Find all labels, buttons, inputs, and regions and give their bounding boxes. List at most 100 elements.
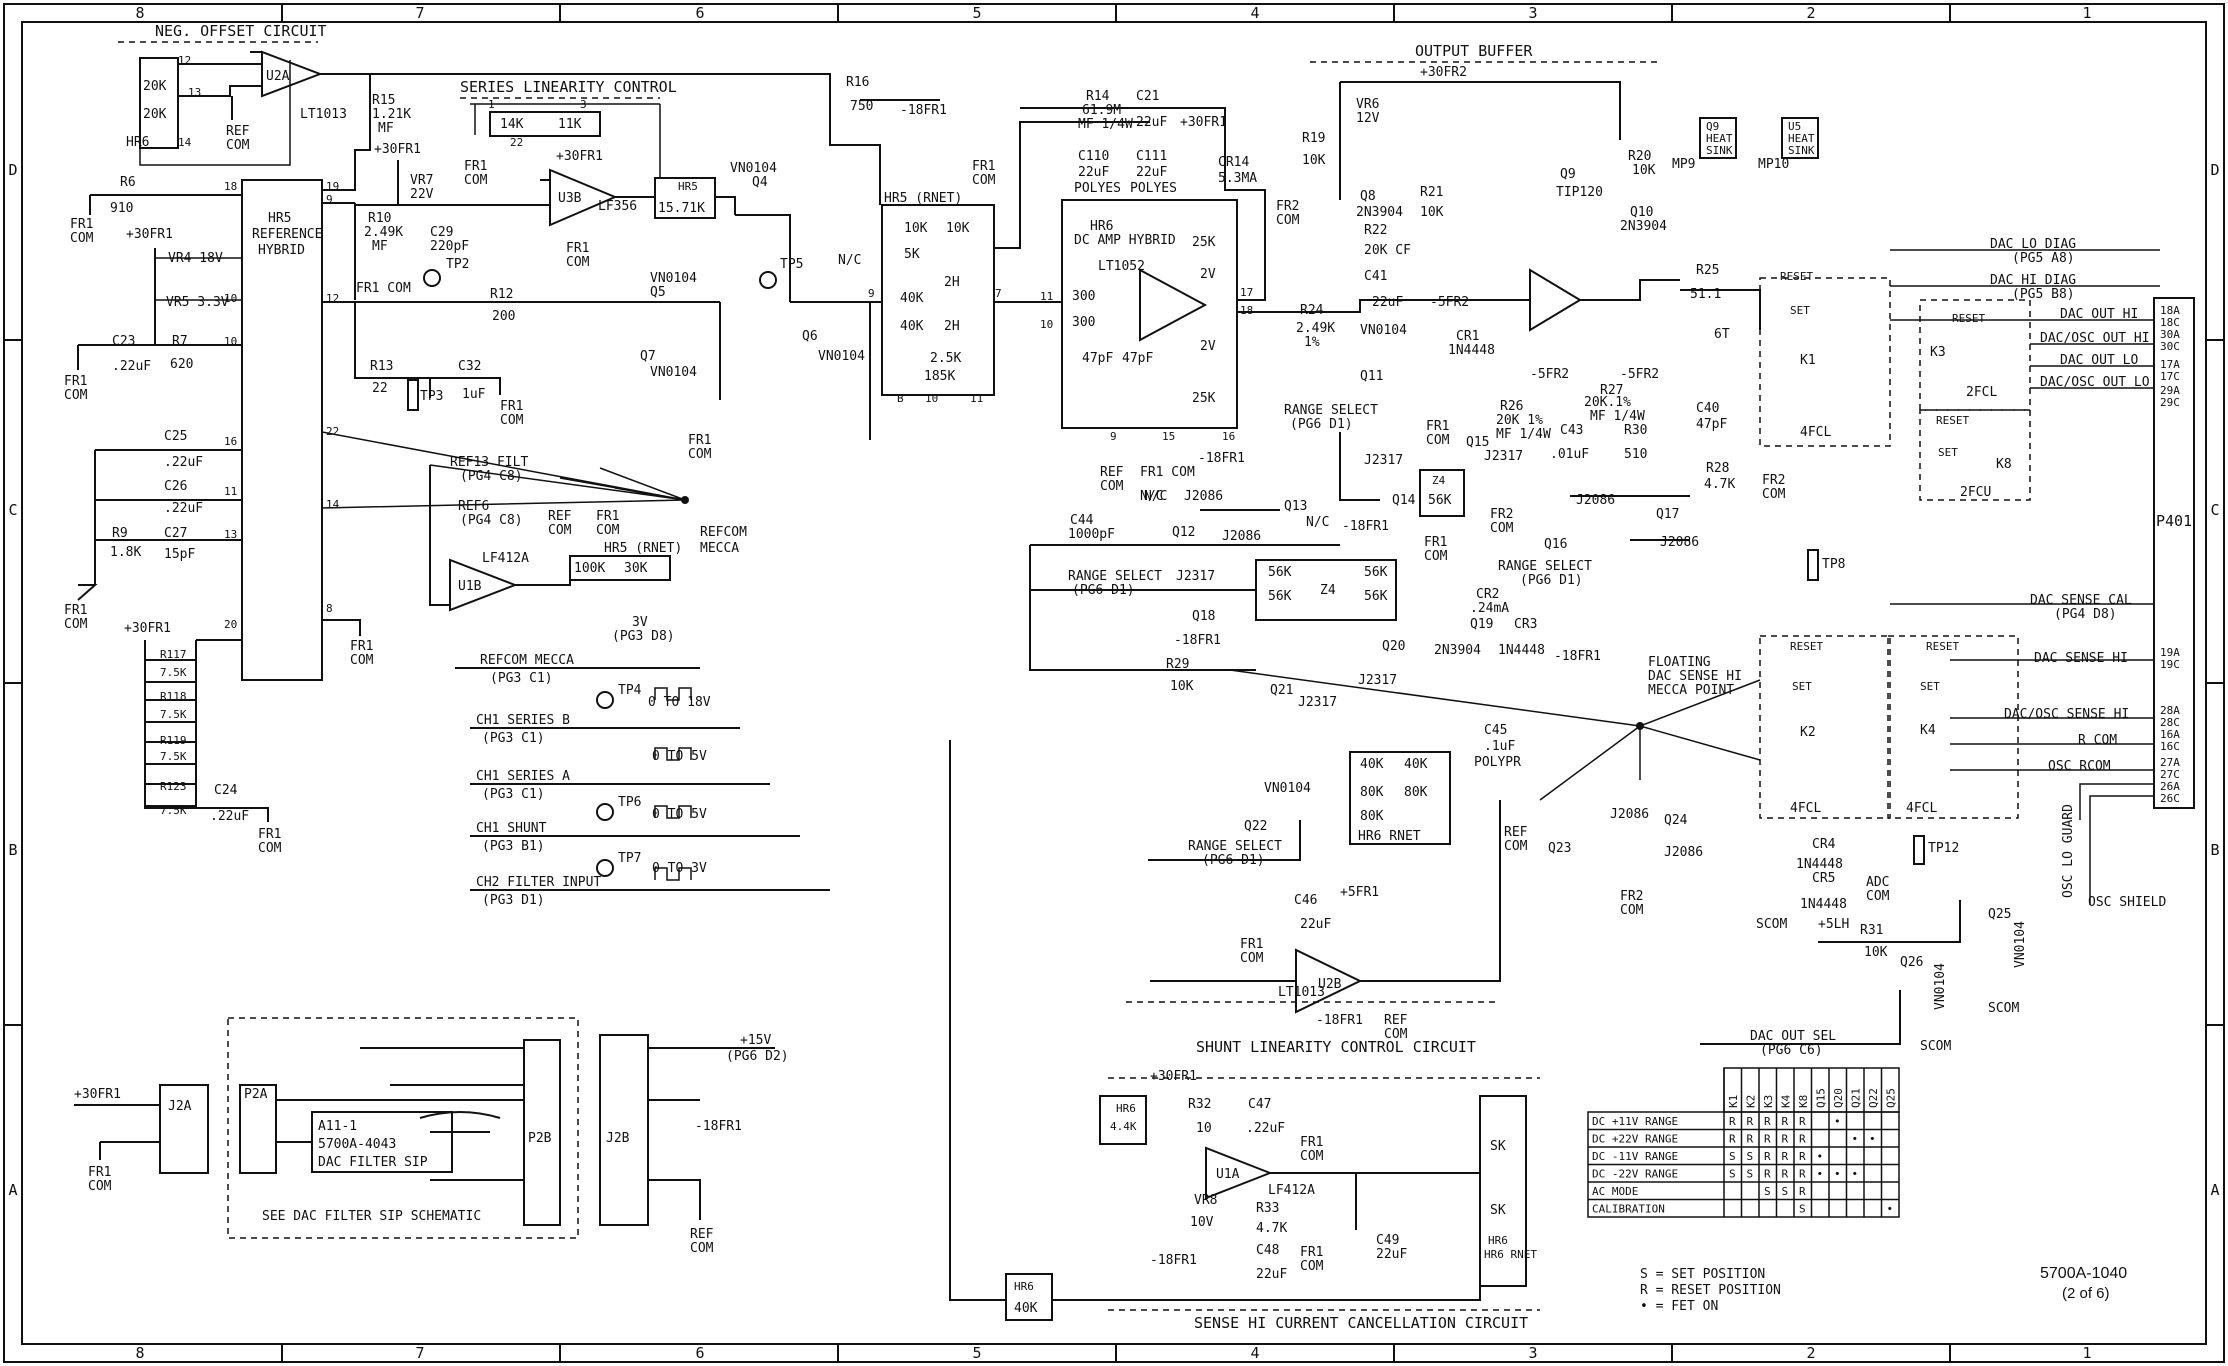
truth-table-cell: R: [1782, 1133, 1789, 1146]
svg-text:22uF: 22uF: [1372, 295, 1403, 310]
svg-text:40K: 40K: [1360, 757, 1384, 772]
svg-text:C24: C24: [214, 783, 238, 798]
svg-text:25K: 25K: [1192, 391, 1216, 406]
svg-text:22: 22: [372, 381, 388, 396]
svg-text:SCOM: SCOM: [1756, 917, 1787, 932]
svg-text:R15: R15: [372, 93, 395, 108]
svg-text:FR1: FR1: [688, 433, 711, 448]
svg-text:10K: 10K: [1864, 945, 1888, 960]
relays-upper: R25 51.1 6T SET RESET K1 4FCL FR2 COM RE…: [1680, 249, 2160, 502]
svg-text:SET: SET: [1790, 304, 1810, 317]
svg-text:10K: 10K: [1302, 153, 1326, 168]
truth-table-cell: R: [1764, 1168, 1771, 1181]
svg-text:COM: COM: [258, 841, 282, 856]
svg-text:FR1: FR1: [1424, 535, 1447, 550]
svg-text:10K: 10K: [1420, 205, 1444, 220]
svg-text:300: 300: [1072, 315, 1095, 330]
svg-text:COM: COM: [1300, 1149, 1324, 1164]
svg-text:SCOM: SCOM: [1988, 1001, 2019, 1016]
svg-text:J2086: J2086: [1222, 529, 1261, 544]
truth-table-cell: •: [1834, 1168, 1841, 1181]
svg-text:(PG3 D1): (PG3 D1): [482, 893, 545, 908]
svg-text:P401: P401: [2156, 512, 2192, 530]
svg-text:80K: 80K: [1404, 785, 1428, 800]
svg-text:R6: R6: [120, 175, 136, 190]
svg-text:COM: COM: [548, 523, 572, 538]
dac-filter-sip: P2A A11-1 5700A-4043 DAC FILTER SIP P2B …: [227, 1017, 579, 1239]
hr6-rnet-block: [1349, 751, 1451, 845]
svg-text:4FCL: 4FCL: [1906, 801, 1937, 816]
svg-text:(PG3 C1): (PG3 C1): [482, 731, 545, 746]
truth-table-cell: •: [1817, 1150, 1824, 1163]
svg-text:ADC: ADC: [1866, 875, 1889, 890]
svg-text:11: 11: [224, 485, 237, 498]
svg-text:+30FR2: +30FR2: [1420, 65, 1467, 80]
svg-text:2FCU: 2FCU: [1960, 485, 1991, 500]
svg-text:MF 1/4W: MF 1/4W: [1496, 427, 1551, 442]
svg-text:P2A: P2A: [244, 1087, 268, 1102]
left-signal-outputs: REFCOM MECCA (PG3 C1) TP4 0 TO 18V CH1 S…: [455, 653, 830, 908]
u5-heatsink: [1781, 117, 1819, 159]
svg-text:.22uF: .22uF: [1246, 1121, 1285, 1136]
svg-text:FR1: FR1: [64, 374, 87, 389]
svg-text:15pF: 15pF: [164, 547, 195, 562]
svg-text:-18FR1: -18FR1: [1554, 649, 1601, 664]
svg-text:HR6 RNET: HR6 RNET: [1484, 1248, 1537, 1261]
svg-text:C46: C46: [1294, 893, 1317, 908]
svg-text:P2B: P2B: [528, 1131, 552, 1146]
svg-text:R117: R117: [160, 648, 187, 661]
svg-text:LF412A: LF412A: [482, 551, 529, 566]
svg-text:VN0104: VN0104: [650, 271, 697, 286]
svg-text:(PG6 D1): (PG6 D1): [1290, 417, 1353, 432]
p2a-connector: [239, 1084, 277, 1174]
j2a-j2b-connectors: +30FR1 J2A FR1 COM J2B +15V (PG6 D2) -18…: [74, 1033, 789, 1256]
svg-text:22uF: 22uF: [1256, 1267, 1287, 1282]
svg-text:Q14: Q14: [1392, 493, 1416, 508]
truth-table-cell: R: [1782, 1150, 1789, 1163]
truth-table-cell: R: [1799, 1115, 1806, 1128]
svg-text:FR1: FR1: [88, 1165, 111, 1180]
k1-relay: [1759, 277, 1891, 447]
svg-text:COM: COM: [972, 173, 996, 188]
svg-text:N/C: N/C: [1140, 489, 1163, 504]
svg-text:30A: 30A: [2160, 328, 2180, 341]
svg-text:18A: 18A: [2160, 304, 2180, 317]
svg-text:2N3904: 2N3904: [1434, 643, 1481, 658]
svg-text:DAC/OSC SENSE HI: DAC/OSC SENSE HI: [2004, 707, 2129, 722]
svg-text:Q20: Q20: [1382, 639, 1405, 654]
svg-text:K1: K1: [1800, 353, 1816, 368]
svg-text:14: 14: [178, 136, 192, 149]
svg-text:C47: C47: [1248, 1097, 1271, 1112]
col-label-top: 6: [695, 4, 704, 22]
svg-text:10V: 10V: [1190, 1215, 1214, 1230]
svg-text:TP5: TP5: [780, 257, 803, 272]
svg-text:SET: SET: [1920, 680, 1940, 693]
svg-text:(PG4 C8): (PG4 C8): [460, 513, 523, 528]
svg-text:R29: R29: [1166, 657, 1189, 672]
svg-text:22uF: 22uF: [1136, 115, 1167, 130]
svg-text:COM: COM: [1240, 951, 1264, 966]
svg-text:(PG3 C1): (PG3 C1): [490, 671, 553, 686]
svg-text:(PG4 C8): (PG4 C8): [460, 469, 523, 484]
svg-text:POLYPR: POLYPR: [1474, 755, 1521, 770]
shunt-network: C45 .1uF POLYPR 40K 40K 80K 80K 80K HR6 …: [1148, 669, 1959, 932]
col-label-bottom: 4: [1250, 1344, 1259, 1362]
svg-text:RESET: RESET: [1952, 312, 1985, 325]
svg-text:CH1 SERIES A: CH1 SERIES A: [476, 769, 570, 784]
svg-text:TP2: TP2: [446, 257, 469, 272]
svg-text:FR1: FR1: [64, 603, 87, 618]
svg-text:SHUNT LINEARITY CONTROL CIRCUI: SHUNT LINEARITY CONTROL CIRCUIT: [1196, 1038, 1476, 1056]
svg-text:22uF: 22uF: [1300, 917, 1331, 932]
svg-text:SINK: SINK: [1788, 144, 1815, 157]
q9-heatsink: [1699, 117, 1737, 159]
svg-text:4FCL: 4FCL: [1790, 801, 1821, 816]
svg-text:47pF: 47pF: [1696, 417, 1727, 432]
svg-text:LT1013: LT1013: [1278, 985, 1325, 1000]
tp7-testpoint: [596, 859, 614, 877]
truth-table-cell: R: [1799, 1185, 1806, 1198]
svg-text:-18FR1: -18FR1: [1342, 519, 1389, 534]
svg-text:15.71K: 15.71K: [658, 201, 705, 216]
r14k-11k: [489, 111, 601, 137]
